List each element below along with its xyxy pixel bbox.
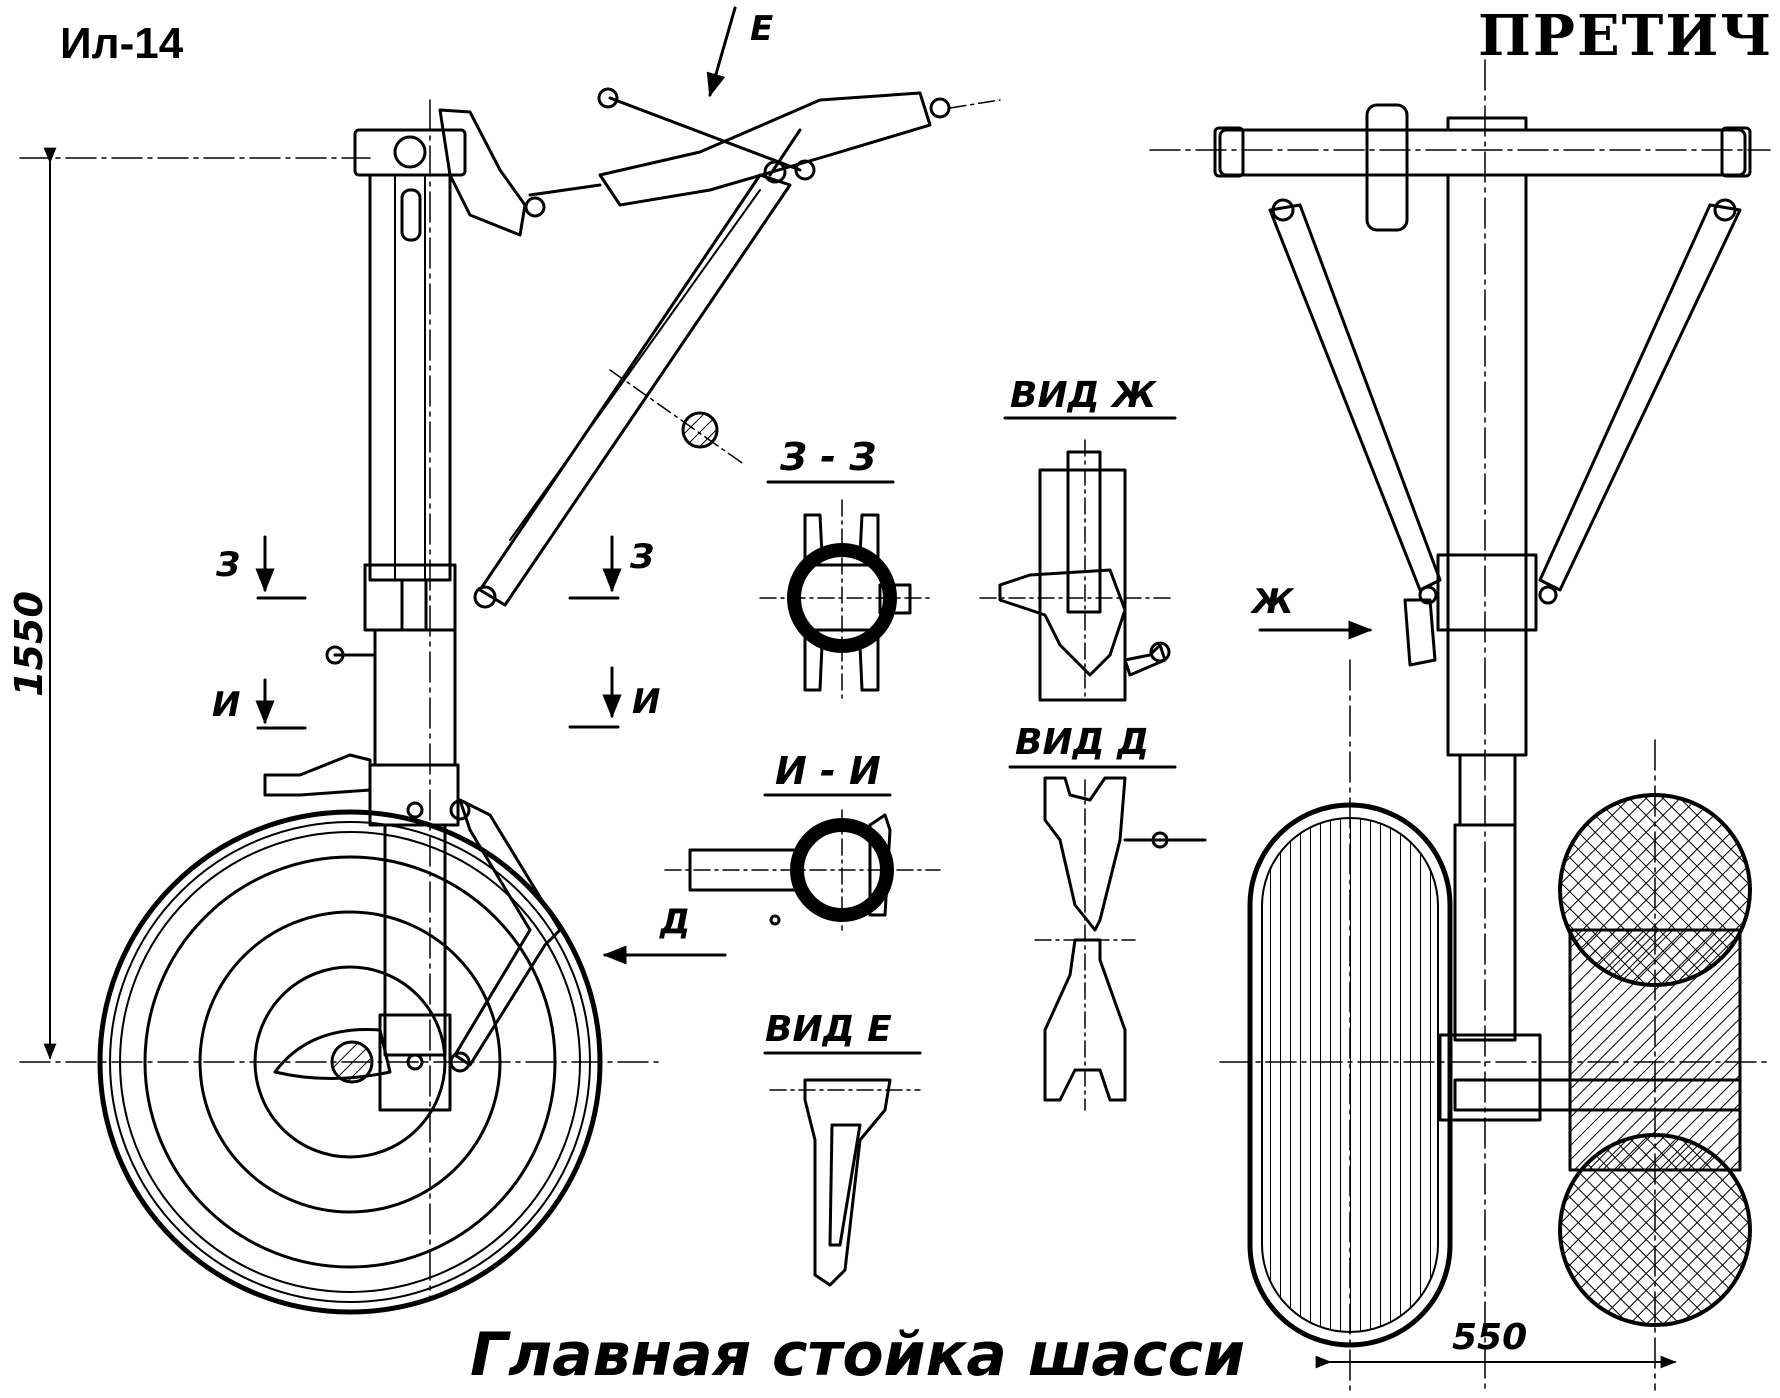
section-ii <box>664 793 941 931</box>
logo: ПРЕТИЧ <box>1478 3 1774 69</box>
strut-upper <box>353 108 546 632</box>
track-dimension-value: 550 <box>1452 1317 1528 1358</box>
view-zh <box>979 416 1177 702</box>
marker-i-left: И <box>212 685 241 725</box>
front-view <box>1149 59 1771 1391</box>
strut-lower <box>263 628 562 1112</box>
marker-e: Е <box>750 9 774 49</box>
retraction-actuator <box>528 87 1001 207</box>
section-markers <box>255 6 737 965</box>
section-zz <box>759 480 931 701</box>
side-brace <box>473 160 792 609</box>
height-dimension-value: 1550 <box>6 591 51 697</box>
view-e-title: ВИД Е <box>765 1009 892 1050</box>
marker-z-right: З <box>630 537 655 577</box>
view-e <box>763 1051 922 1287</box>
marker-zh: Ж <box>1252 582 1294 622</box>
marker-d: Д <box>660 902 691 942</box>
section-ii-title: И - И <box>775 749 881 793</box>
drawing-title: Главная стойка шасси <box>470 1320 1246 1390</box>
model-label: Ил-14 <box>60 19 184 68</box>
view-d-title: ВИД Д <box>1015 722 1150 763</box>
section-zz-title: З - З <box>780 435 877 479</box>
wheel-side <box>97 809 603 1315</box>
view-d <box>1008 765 1207 1111</box>
marker-z-left: З <box>216 545 241 585</box>
marker-i-right: И <box>632 682 661 722</box>
view-zh-title: ВИД Ж <box>1010 375 1157 416</box>
side-view <box>19 87 1001 1315</box>
